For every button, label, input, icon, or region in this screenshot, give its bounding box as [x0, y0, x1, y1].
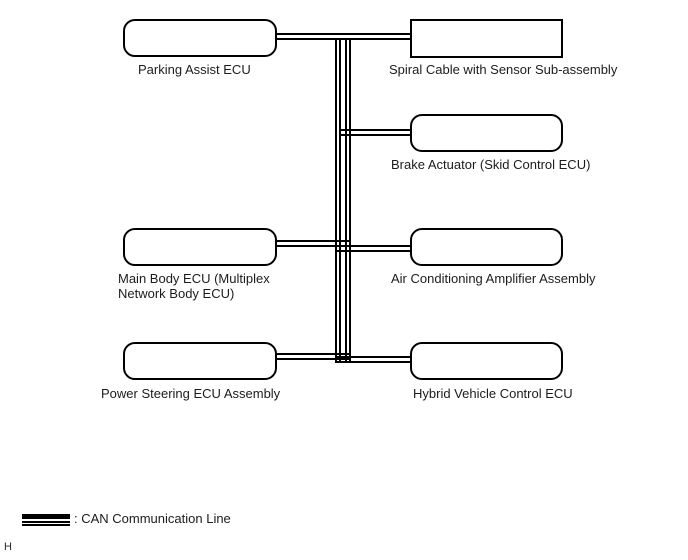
ecu-node-spiral-cable-sensor [410, 19, 563, 58]
ecu-node-main-body [123, 228, 277, 266]
node-label-power-steering: Power Steering ECU Assembly [101, 386, 281, 401]
ecu-node-power-steering [123, 342, 277, 380]
can-bus-rail-right [345, 38, 351, 363]
node-label-brake-actuator: Brake Actuator (Skid Control ECU) [391, 157, 591, 172]
legend-label: : CAN Communication Line [74, 511, 231, 526]
ecu-node-parking-assist [123, 19, 277, 57]
can-branch-power-steering [275, 353, 351, 360]
can-branch-main-body [275, 240, 351, 247]
can-branch-air-conditioning [335, 245, 412, 252]
page-marker: H [4, 541, 12, 553]
ecu-node-air-conditioning-amplifier [410, 228, 563, 266]
legend-symbol-stroke [22, 521, 70, 523]
can-branch-brake-actuator [339, 129, 412, 136]
node-label-main-body: Main Body ECU (Multiplex Network Body EC… [118, 271, 270, 301]
node-label-hybrid-vehicle-control: Hybrid Vehicle Control ECU [413, 386, 573, 401]
can-branch-row1 [275, 33, 412, 40]
can-branch-hybrid-vehicle [335, 356, 412, 363]
legend-symbol-stroke [22, 524, 70, 526]
node-label-spiral-cable-sensor: Spiral Cable with Sensor Sub-assembly [389, 62, 618, 77]
legend-symbol-stroke [22, 514, 70, 519]
can-bus-rail-left [335, 38, 341, 363]
legend-can-line-symbol [22, 514, 70, 526]
ecu-node-hybrid-vehicle-control [410, 342, 563, 380]
ecu-node-brake-actuator [410, 114, 563, 152]
node-label-air-conditioning-amplifier: Air Conditioning Amplifier Assembly [391, 271, 596, 286]
node-label-parking-assist: Parking Assist ECU [138, 62, 251, 77]
